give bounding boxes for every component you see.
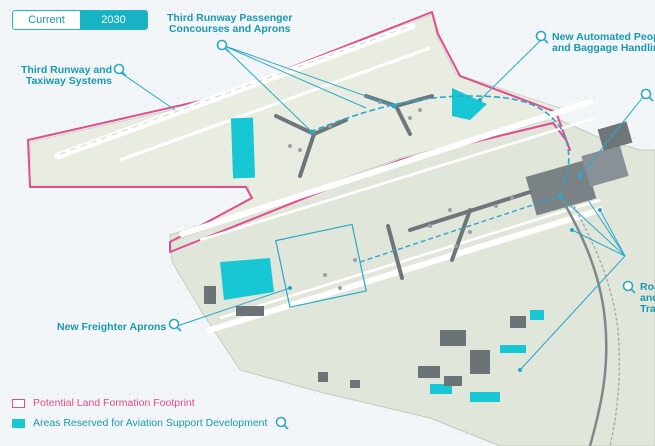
magnifier-pin-icon[interactable]: [275, 416, 290, 430]
legend-land-formation: Potential Land Formation Footprint: [12, 397, 195, 409]
label-freighter-aprons[interactable]: New Freighter Aprons: [57, 321, 167, 333]
label-road-transport[interactable]: Roa and Tra: [640, 281, 655, 315]
magnifier-pin-icon[interactable]: [535, 30, 549, 44]
automated-people-mover-route: [309, 95, 570, 187]
south-runway: [207, 198, 603, 333]
legend-aviation-support-label: Areas Reserved for Aviation Support Deve…: [33, 417, 268, 429]
magnifier-pin-icon[interactable]: [168, 318, 182, 332]
label-third-runway-taxiway[interactable]: Third Runway and Taxiway Systems: [21, 64, 113, 87]
third-runway: [54, 22, 431, 162]
label-automated-people-mover[interactable]: New Automated Peop and Baggage Handlin: [552, 31, 655, 54]
legend-land-formation-label: Potential Land Formation Footprint: [33, 397, 195, 409]
magnifier-pin-icon[interactable]: [622, 280, 636, 294]
leader-lines: [120, 39, 644, 371]
aviation-support-areas: [220, 88, 544, 402]
toggle-2030[interactable]: 2030: [80, 11, 147, 29]
support-buildings: [204, 286, 526, 388]
legend-outline-swatch: [12, 398, 25, 408]
label-third-runway-concourses[interactable]: Third Runway Passenger Concourses and Ap…: [167, 12, 293, 35]
midfield-people-mover-route: [359, 195, 561, 263]
magnifier-pin-icon[interactable]: [216, 39, 230, 53]
legend-aviation-support: Areas Reserved for Aviation Support Deve…: [12, 416, 290, 430]
view-toggle: Current 2030: [12, 10, 148, 30]
legend-fill-swatch: [12, 418, 25, 428]
toggle-current[interactable]: Current: [13, 11, 80, 29]
midfield-concourse: [386, 190, 532, 280]
rail-line: [573, 205, 620, 446]
freighter-apron-box: [275, 223, 367, 308]
road-network: [558, 195, 608, 446]
land-formation-footprint: [27, 11, 571, 253]
leader-dots: [288, 98, 602, 372]
magnifier-pin-icon[interactable]: [640, 88, 654, 102]
magnifier-pin-icon[interactable]: [113, 63, 127, 77]
north-runway: [179, 99, 596, 242]
